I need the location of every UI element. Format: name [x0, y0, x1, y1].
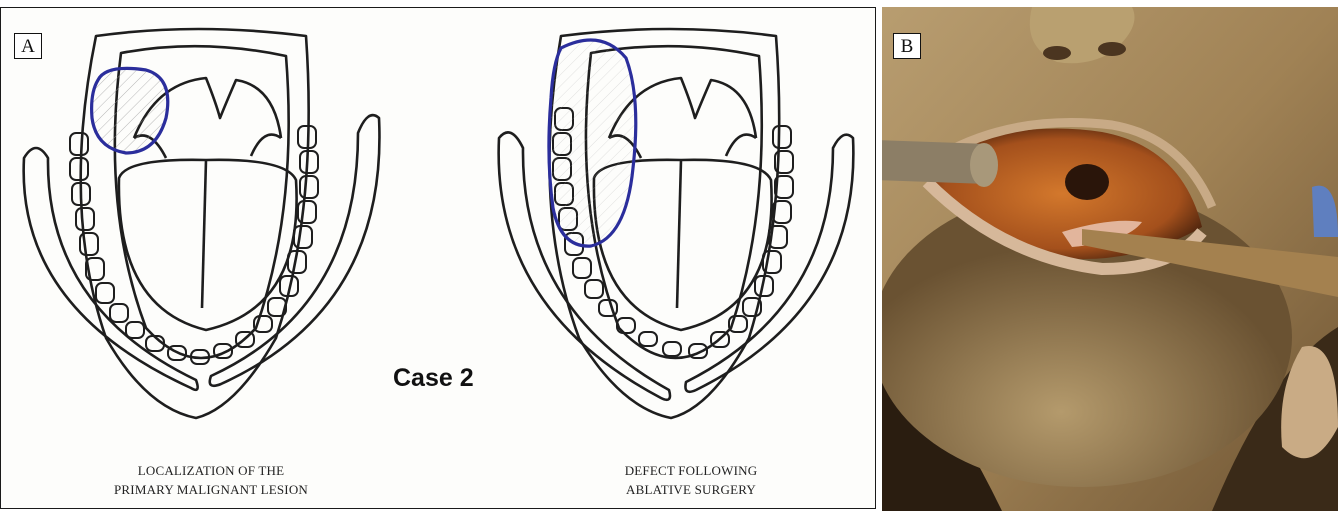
caption-lesion-line2: PRIMARY MALIGNANT LESION [81, 480, 341, 499]
defect-outline [549, 40, 636, 246]
tongue-midline [202, 160, 206, 308]
caption-defect-line1: DEFECT FOLLOWING [566, 461, 816, 480]
oral-cavity-drawing-defect [491, 8, 871, 448]
caption-defect-line2: ABLATIVE SURGERY [566, 480, 816, 499]
panel-b: B [882, 7, 1338, 511]
panel-a: A [0, 7, 876, 509]
oral-cavity-drawing-lesion [6, 8, 396, 448]
caption-lesion: LOCALIZATION OF THE PRIMARY MALIGNANT LE… [81, 461, 341, 499]
jaw-arc-left [24, 148, 198, 390]
panel-label-b: B [893, 33, 921, 59]
pillar-right [251, 135, 281, 156]
lesion-outline [92, 68, 168, 153]
tongue [119, 160, 297, 330]
case-title: Case 2 [393, 364, 474, 393]
caption-lesion-line1: LOCALIZATION OF THE [81, 461, 341, 480]
teeth-left [70, 133, 209, 364]
clinical-photo [882, 7, 1338, 511]
caption-defect: DEFECT FOLLOWING ABLATIVE SURGERY [566, 461, 816, 499]
